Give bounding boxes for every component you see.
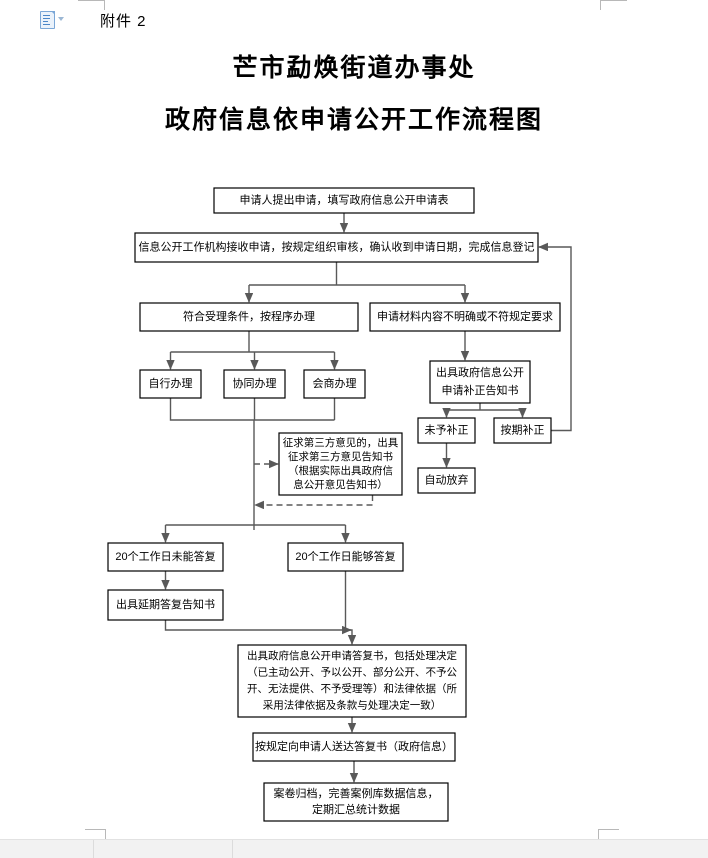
flow-connector	[446, 403, 523, 411]
flow-node-label: 自行办理	[149, 377, 193, 390]
margin-corner-top-right	[600, 0, 628, 10]
attachment-label: 附件 2	[100, 13, 147, 30]
margin-corner-bottom-left	[85, 829, 107, 841]
flow-connector	[170, 331, 335, 353]
flow-node-label: 开、无法提供、不予受理等）和法律依据（所	[247, 682, 457, 695]
flow-node-label: 采用法律依据及条款与处理决定一致）	[263, 699, 442, 712]
flow-node: 出具政府信息公开申请答复书，包括处理决定 （已主动公开、予以公开、部分公开、不予公…	[237, 644, 467, 718]
flow-node: 会商办理	[303, 369, 366, 399]
flow-node: 出具延期答复告知书	[107, 589, 224, 621]
flow-node-label: 未予补正	[425, 423, 469, 436]
flow-node-label: 申请材料内容不明确或不符规定要求	[377, 309, 553, 323]
flow-node-label: 信息公开工作机构接收申请，按规定组织审核，确认收到申请日期，完成信息登记	[139, 239, 535, 253]
flow-connector	[344, 571, 357, 645]
flow-node-label: （根据实际出具政府信	[288, 464, 393, 477]
flow-node-label: 按规定向申请人送达答复书（政府信息）	[255, 739, 453, 753]
flow-node-label: 出具政府信息公开	[436, 365, 524, 379]
flow-node-label: 出具延期答复告知书	[116, 597, 215, 611]
flow-node-label: 20个工作日未能答复	[115, 549, 215, 563]
flow-node: 20个工作日能够答复	[287, 542, 404, 572]
flow-node-label: 申请人提出申请，填写政府信息公开申请表	[240, 192, 449, 206]
flow-node: 申请材料内容不明确或不符规定要求	[369, 302, 561, 332]
flow-node-label: （已主动公开、予以公开、部分公开、不予公	[247, 666, 457, 679]
flow-node: 自行办理	[139, 369, 202, 399]
flow-node-label: 征求第三方意见告知书	[288, 450, 393, 463]
flow-node-label: 自动放弃	[425, 472, 469, 486]
flow-node: 按规定向申请人送达答复书（政府信息）	[252, 732, 456, 762]
flow-node: 申请人提出申请，填写政府信息公开申请表	[213, 187, 475, 214]
flow-node: 自动放弃	[417, 467, 476, 494]
flow-node: 20个工作日未能答复	[107, 542, 224, 572]
chevron-down-icon[interactable]	[58, 17, 64, 21]
flow-node-label: 出具政府信息公开申请答复书，包括处理决定	[247, 649, 457, 662]
document-icon[interactable]	[40, 10, 55, 29]
flow-connector	[254, 495, 374, 510]
title-line-1: 芒市勐焕街道办事处	[232, 53, 476, 82]
flow-node-label: 征求第三方意见的，出具	[283, 436, 399, 449]
flow-node: 案卷归档，完善案例库数据信息， 定期汇总统计数据	[263, 782, 449, 822]
flow-node-label: 定期汇总统计数据	[312, 802, 400, 816]
flow-node: 未予补正	[417, 417, 476, 444]
flow-node: 信息公开工作机构接收申请，按规定组织审核，确认收到申请日期，完成信息登记	[134, 232, 539, 263]
flow-connector	[249, 262, 465, 286]
margin-corner-bottom-right	[598, 829, 620, 841]
flow-node-label: 申请补正告知书	[442, 383, 519, 397]
document-icon-group[interactable]	[40, 8, 80, 30]
title-line-2: 政府信息依申请公开工作流程图	[164, 105, 543, 134]
flow-node: 按期补正	[493, 417, 552, 444]
flow-node-label: 会商办理	[313, 376, 357, 390]
flow-connector	[169, 398, 336, 421]
flow-node-label: 息公开意见告知书）	[293, 478, 388, 491]
page-bottom-gutter	[0, 839, 708, 858]
flowchart-edges	[161, 213, 572, 783]
flow-node-label: 案卷归档，完善案例库数据信息，	[274, 786, 439, 800]
flow-connector	[164, 620, 352, 635]
flow-node-label: 20个工作日能够答复	[295, 549, 395, 563]
flow-node-label: 协同办理	[233, 376, 277, 390]
flowchart-nodes: 申请人提出申请，填写政府信息公开申请表信息公开工作机构接收申请，按规定组织审核，…	[107, 187, 561, 822]
flow-node-label: 按期补正	[501, 422, 545, 436]
flow-node-label: 符合受理条件，按程序办理	[183, 309, 315, 323]
margin-corner-top-left	[78, 0, 106, 10]
flow-node: 协同办理	[223, 369, 286, 399]
flow-node: 符合受理条件，按程序办理	[139, 302, 359, 332]
flow-connector	[538, 242, 572, 432]
